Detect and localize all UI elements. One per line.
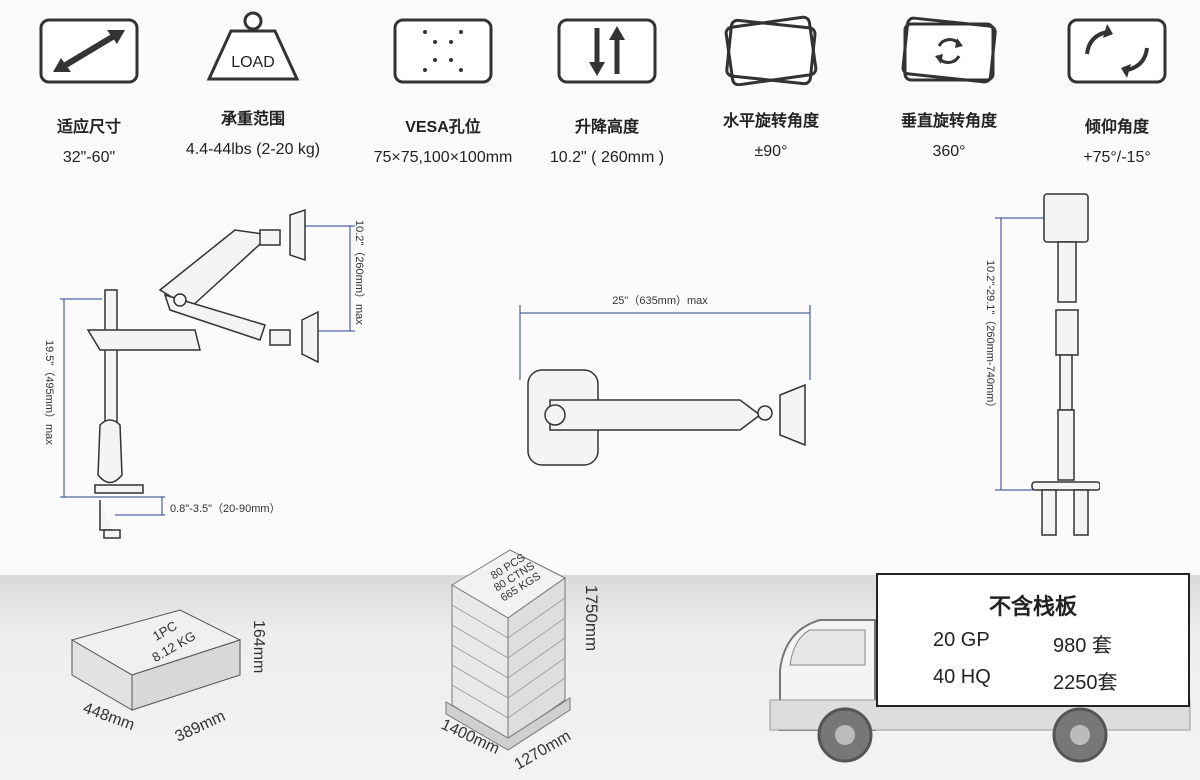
container-type: 40 HQ (933, 666, 991, 688)
spec-value: 32"-60" (62, 149, 116, 166)
spec-label: 垂直旋转角度 (900, 113, 997, 130)
rotate-icon (901, 16, 997, 84)
spec-label: 倾仰角度 (1084, 119, 1149, 136)
spec-label: 水平旋转角度 (722, 113, 819, 130)
diagonal-arrow-icon (39, 18, 139, 84)
front-view-diagram: 10.2"-29.1"（260mm-740mm） (984, 193, 1100, 536)
spec-label: 适应尺寸 (56, 119, 121, 136)
spec-label: 承重范围 (220, 111, 285, 128)
shipping-quantity-panel: 不含栈板 20 GP 980 套 40 HQ 2250套 (876, 573, 1190, 707)
shipping-row: 20 GP 980 套 (878, 629, 1188, 658)
up-down-arrows-icon (557, 18, 657, 84)
vesa-holes-icon (393, 18, 493, 84)
spec-tilt: 倾仰角度 +75°/-15° (1032, 18, 1200, 167)
top-view-diagram: 25"（635mm）max (519, 294, 811, 466)
container-qty: 980 套 (1053, 635, 1112, 657)
svg-text:10.2"（260mm）max: 10.2"（260mm）max (353, 220, 366, 325)
svg-text:25"（635mm）max: 25"（635mm）max (612, 294, 708, 307)
container-type: 20 GP (933, 629, 990, 651)
container-qty: 2250套 (1053, 672, 1118, 694)
svg-text:0.8"-3.5"（20-90mm）: 0.8"-3.5"（20-90mm） (170, 502, 281, 515)
spec-swivel: 水平旋转角度 ±90° (686, 15, 856, 161)
spec-load: LOAD 承重范围 4.4-44lbs (2-20 kg) (168, 11, 338, 159)
spec-rotation: 垂直旋转角度 360° (864, 16, 1034, 161)
load-weight-icon: LOAD (206, 11, 300, 81)
spec-value: 360° (932, 143, 966, 160)
spec-value: 10.2" ( 260mm ) (549, 149, 665, 166)
spec-value: 4.4-44lbs (2-20 kg) (185, 141, 321, 158)
swivel-icon (724, 15, 818, 87)
shipping-row: 40 HQ 2250套 (878, 666, 1188, 695)
svg-text:1750mm: 1750mm (582, 585, 601, 651)
svg-text:389mm: 389mm (173, 708, 229, 746)
svg-text:LOAD: LOAD (231, 54, 275, 71)
spec-value: +75°/-15° (1083, 149, 1151, 166)
svg-text:164mm: 164mm (250, 620, 267, 673)
truck-illustration (769, 619, 1191, 763)
spec-label: 升降高度 (574, 119, 639, 136)
spec-height: 升降高度 10.2" ( 260mm ) (522, 18, 692, 167)
svg-text:10.2"-29.1"（260mm-740mm）: 10.2"-29.1"（260mm-740mm） (984, 260, 997, 413)
spec-value: ±90° (754, 143, 788, 160)
shipping-title: 不含栈板 (988, 594, 1077, 619)
side-view-diagram: 19.5"（495mm）max 10.2"（260mm）max 0.8"-3.5… (43, 208, 366, 539)
spec-label: VESA孔位 (405, 119, 481, 136)
spec-vesa: VESA孔位 75×75,100×100mm (358, 18, 528, 167)
svg-text:19.5"（495mm）max: 19.5"（495mm）max (43, 340, 56, 445)
spec-value: 75×75,100×100mm (373, 149, 513, 166)
tilt-icon (1067, 18, 1167, 84)
spec-screen-size: 适应尺寸 32"-60" (4, 18, 174, 167)
